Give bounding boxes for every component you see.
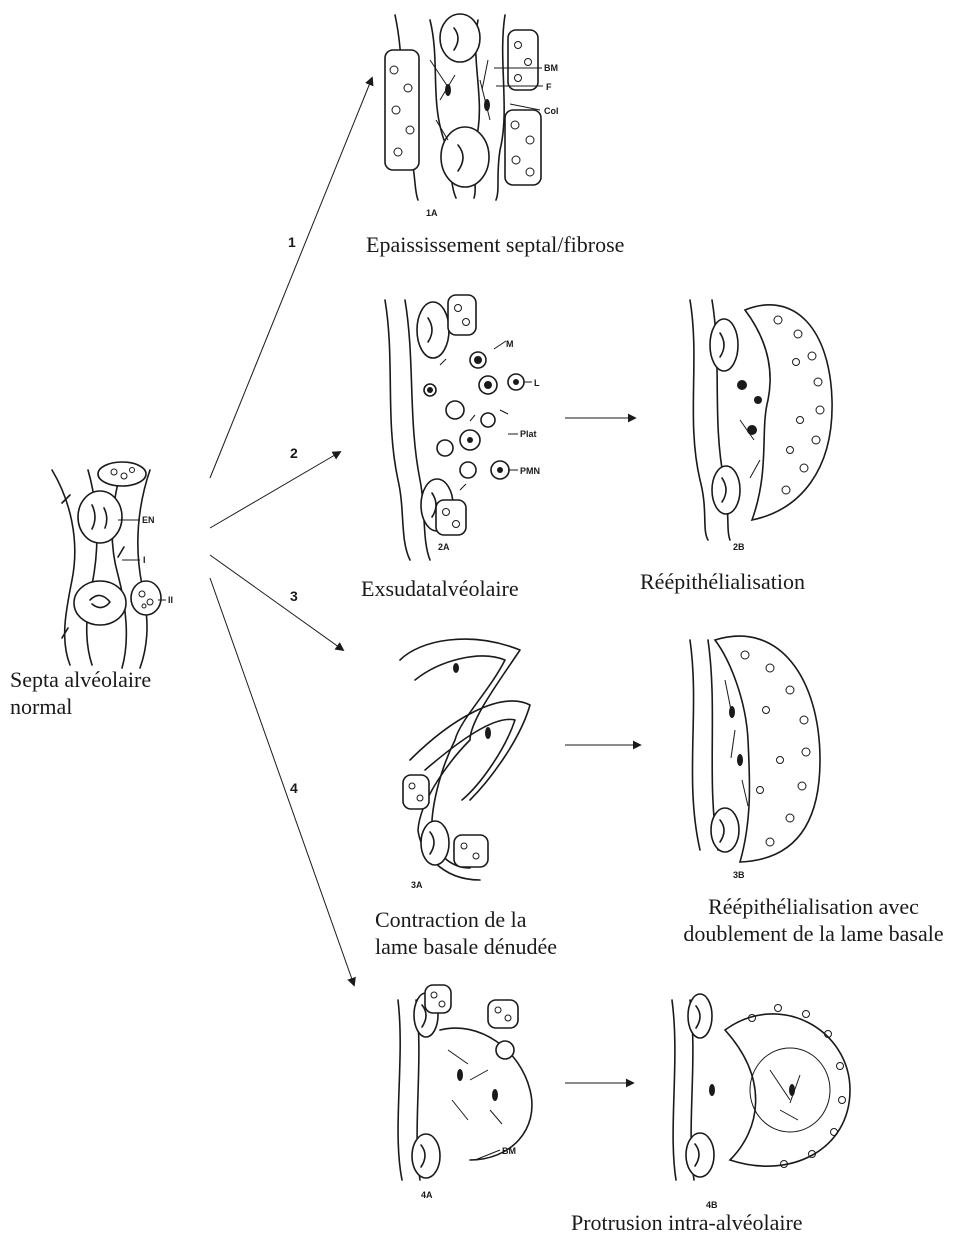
panel-normal-septum: EN I II (52, 462, 173, 668)
caption-2B: Réépithélialisation (640, 568, 805, 595)
panel-id-2A: 2A (438, 542, 450, 552)
label-M: M (506, 339, 514, 349)
caption-3A: Contraction de la lame basale dénudée (375, 906, 557, 960)
arrow-pathway-4 (210, 578, 354, 985)
label-II: II (168, 595, 173, 605)
panel-1A: BM F Col 1A (385, 14, 559, 218)
pathway-number-3: 3 (290, 588, 298, 604)
panel-4A: BM 4A (398, 985, 532, 1200)
label-EN: EN (142, 515, 155, 525)
panel-3A: 3A (400, 639, 530, 890)
caption-3B: Réépithélialisation avec doublement de l… (651, 893, 976, 947)
pathway-arrows: 1 2 3 4 (210, 78, 372, 985)
label-BM-4A: BM (502, 1146, 516, 1156)
panel-id-2B: 2B (733, 542, 745, 552)
panel-2A: M L Plat PMN 2A (385, 295, 540, 560)
panel-3B: 3B (690, 636, 820, 880)
arrow-pathway-2 (210, 452, 340, 528)
arrow-pathway-1 (210, 78, 372, 478)
caption-4B: Protrusion intra-alvéolaire (571, 1209, 803, 1236)
panel-id-3A: 3A (411, 880, 423, 890)
panel-4B: 4B (672, 994, 850, 1210)
panel-id-1A: 1A (426, 208, 438, 218)
panel-id-3B: 3B (733, 870, 745, 880)
caption-normal-septum: Septa alvéolaire normal (10, 666, 200, 720)
label-Plat: Plat (520, 429, 537, 439)
caption-2A: Exsudatalvéolaire (361, 575, 519, 602)
label-L: L (534, 378, 540, 388)
label-F: F (546, 82, 552, 92)
label-I: I (143, 555, 146, 565)
pathway-number-4: 4 (290, 780, 298, 796)
pathway-number-2: 2 (290, 445, 298, 461)
pathway-number-1: 1 (288, 234, 296, 250)
caption-1A: Epaississement septal/fibrose (366, 231, 624, 258)
label-BM: BM (544, 63, 558, 73)
label-PMN: PMN (520, 466, 540, 476)
panel-2B: 2B (690, 300, 832, 552)
panel-id-4A: 4A (421, 1190, 433, 1200)
label-Col: Col (544, 106, 559, 116)
